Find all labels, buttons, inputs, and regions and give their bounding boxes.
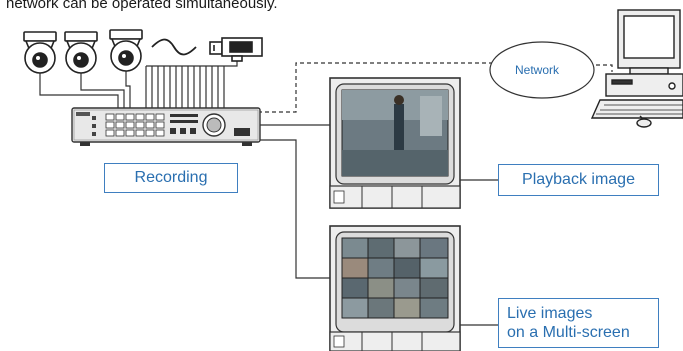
crt-monitor-icon <box>329 225 461 351</box>
desktop-computer-icon <box>590 9 683 128</box>
network-cloud <box>489 41 595 99</box>
person-figure <box>394 104 404 150</box>
crt-monitor-icon <box>329 77 461 209</box>
dome-camera-icon <box>64 31 98 74</box>
caption-text: network can be operated simultaneously. <box>6 0 278 12</box>
dvr-recorder-icon <box>71 107 261 146</box>
connection-lines <box>39 60 498 326</box>
dome-camera-icon <box>109 29 143 72</box>
live-label-line1: Live images <box>507 305 593 322</box>
keypad <box>105 113 165 137</box>
network-label: Network <box>515 63 560 77</box>
camera1-cable <box>39 72 119 112</box>
camera2-cable <box>80 72 125 112</box>
recorder-to-multiscreen <box>258 139 330 279</box>
cable-bundle <box>145 66 225 112</box>
wave-icon <box>151 38 197 56</box>
camera3-cable <box>125 70 131 112</box>
dome-camera-icon <box>23 31 57 74</box>
box-camera-icon <box>209 37 263 62</box>
multiscreen-grid <box>341 237 449 319</box>
recording-label: Recording <box>104 163 238 193</box>
live-label-line2: on a Multi-screen <box>507 324 630 341</box>
network-lines <box>258 62 613 113</box>
box-camera-cable <box>146 60 238 67</box>
live-multiscreen-label: Live images on a Multi-screen <box>498 298 659 348</box>
playback-label: Playback image <box>498 164 659 196</box>
